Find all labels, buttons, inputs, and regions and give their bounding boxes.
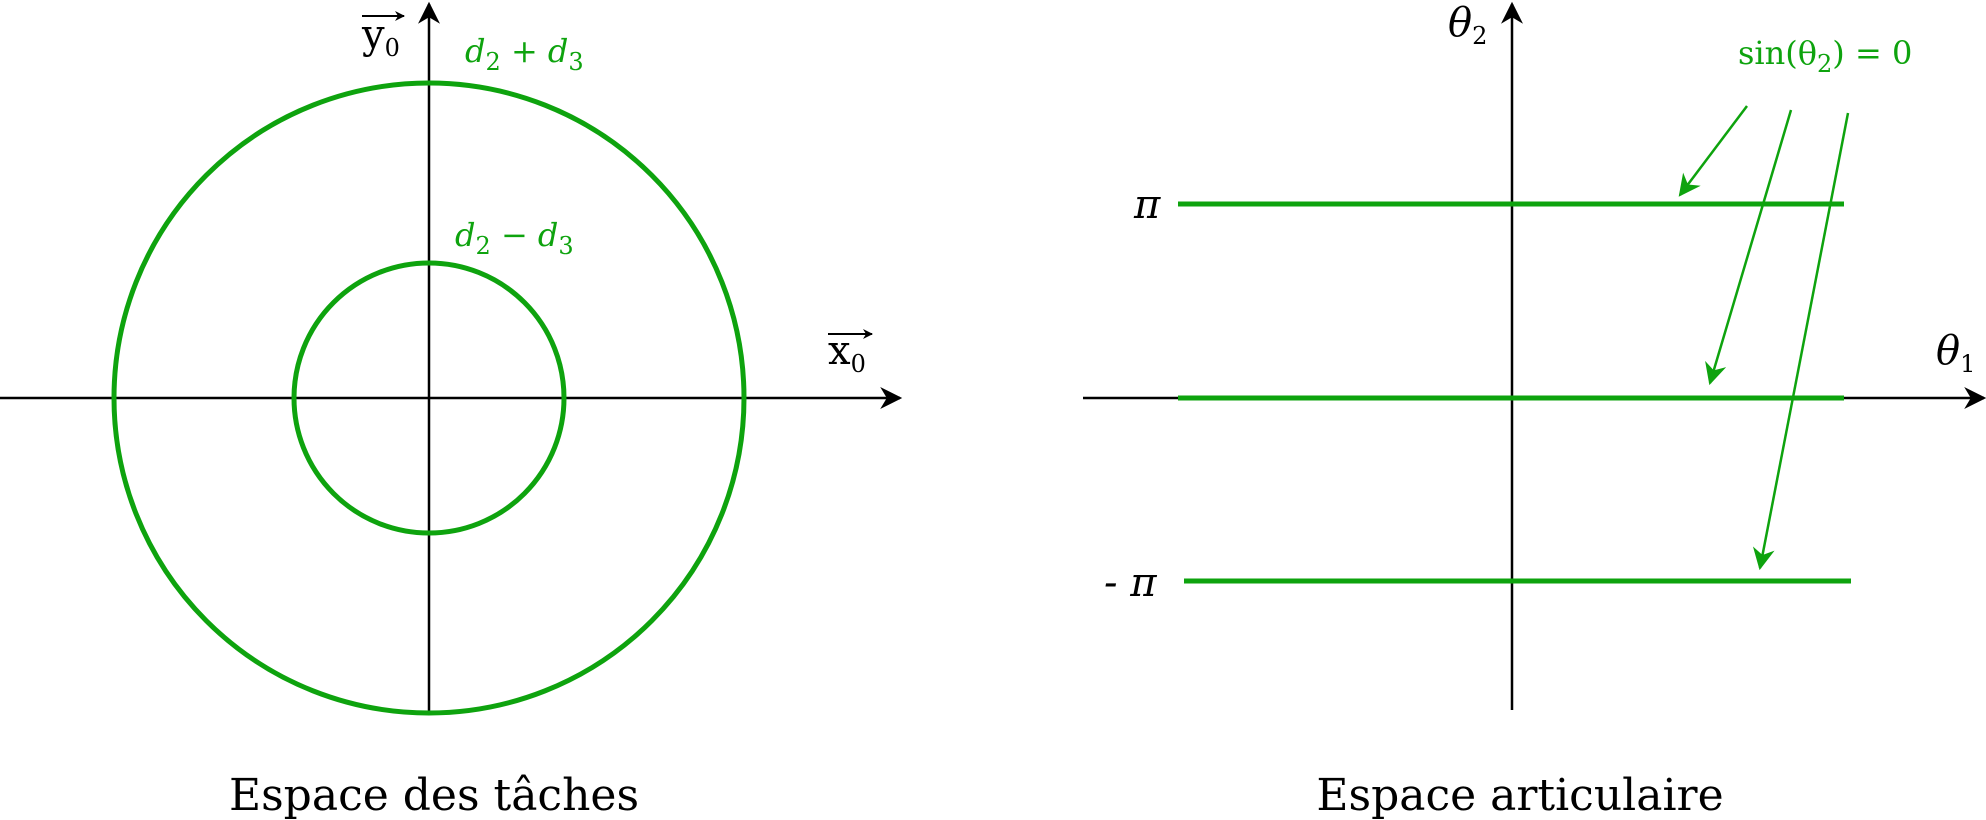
inner-radius-label: d2 − d3 bbox=[455, 216, 574, 260]
x0-axis-label: x0 bbox=[828, 328, 873, 378]
outer-circle bbox=[111, 80, 747, 716]
y0-subscript: 0 bbox=[385, 34, 400, 62]
y0-axis-label: y0 bbox=[361, 11, 405, 62]
y0-letter: y bbox=[361, 12, 385, 58]
svg-text:x0: x0 bbox=[828, 328, 866, 378]
inner-circle bbox=[291, 260, 567, 536]
pointer-arrow-to-pi bbox=[1678, 105, 1748, 197]
svg-text:y0: y0 bbox=[361, 12, 400, 62]
x0-subscript: 0 bbox=[851, 350, 866, 378]
pi-tick-label: π bbox=[1133, 182, 1161, 228]
theta1-axis-label: θ1 bbox=[1936, 328, 1975, 378]
joint-space-caption: Espace articulaire bbox=[1316, 770, 1723, 820]
joint-space-panel: θ2 θ1 π - π sin(θ2) = 0 Espace articulai… bbox=[1083, 0, 1986, 820]
task-space-panel: y0 x0 d2 + d3 d2 − d3 Espace des tâches bbox=[0, 1, 903, 820]
task-space-caption: Espace des tâches bbox=[229, 770, 639, 820]
theta2-axis-label: θ2 bbox=[1448, 0, 1487, 50]
outer-radius-label: d2 + d3 bbox=[465, 32, 584, 76]
pointer-arrow-to-zero bbox=[1705, 109, 1793, 386]
x0-letter: x bbox=[828, 328, 851, 374]
minus-pi-tick-label: - π bbox=[1104, 560, 1157, 606]
condition-label: sin(θ2) = 0 bbox=[1738, 34, 1912, 78]
pointer-arrow-to-minus-pi bbox=[1752, 112, 1850, 571]
